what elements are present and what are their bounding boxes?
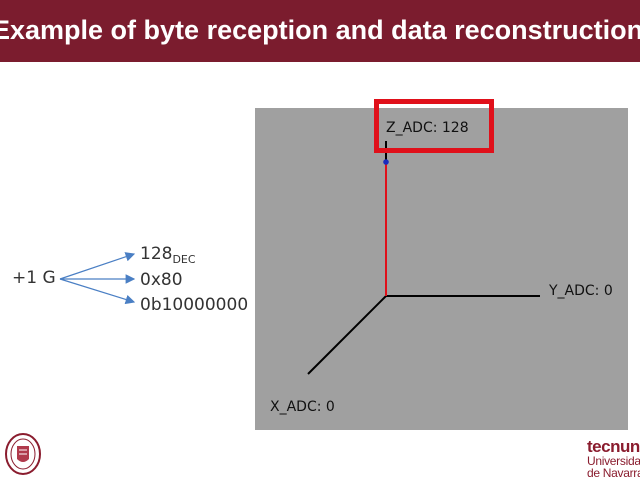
x-axis-label: X_ADC: 0 bbox=[270, 399, 335, 415]
vector-point bbox=[383, 159, 389, 165]
slide-title: Example of byte reception and data recon… bbox=[0, 15, 640, 45]
title-bar: Example of byte reception and data recon… bbox=[0, 0, 640, 62]
output-dec: 128DEC bbox=[140, 244, 196, 266]
input-label: +1 G bbox=[12, 268, 56, 288]
arrow-to-bin bbox=[59, 278, 136, 305]
brand-name: tecnun bbox=[587, 437, 640, 456]
output-hex: 0x80 bbox=[140, 270, 183, 290]
output-dec-subscript: DEC bbox=[172, 253, 196, 266]
z-axis-label: Z_ADC: 128 bbox=[386, 120, 469, 136]
arrow-to-dec bbox=[59, 252, 136, 280]
brand-sub-2: de Navarra bbox=[587, 466, 640, 480]
highlight-box bbox=[374, 99, 494, 153]
output-bin: 0b10000000 bbox=[140, 295, 249, 315]
y-axis-label: Y_ADC: 0 bbox=[549, 283, 613, 299]
plot-area bbox=[255, 108, 628, 430]
output-dec-value: 128 bbox=[140, 244, 173, 264]
university-seal-icon bbox=[5, 433, 41, 475]
x-axis bbox=[307, 295, 387, 375]
